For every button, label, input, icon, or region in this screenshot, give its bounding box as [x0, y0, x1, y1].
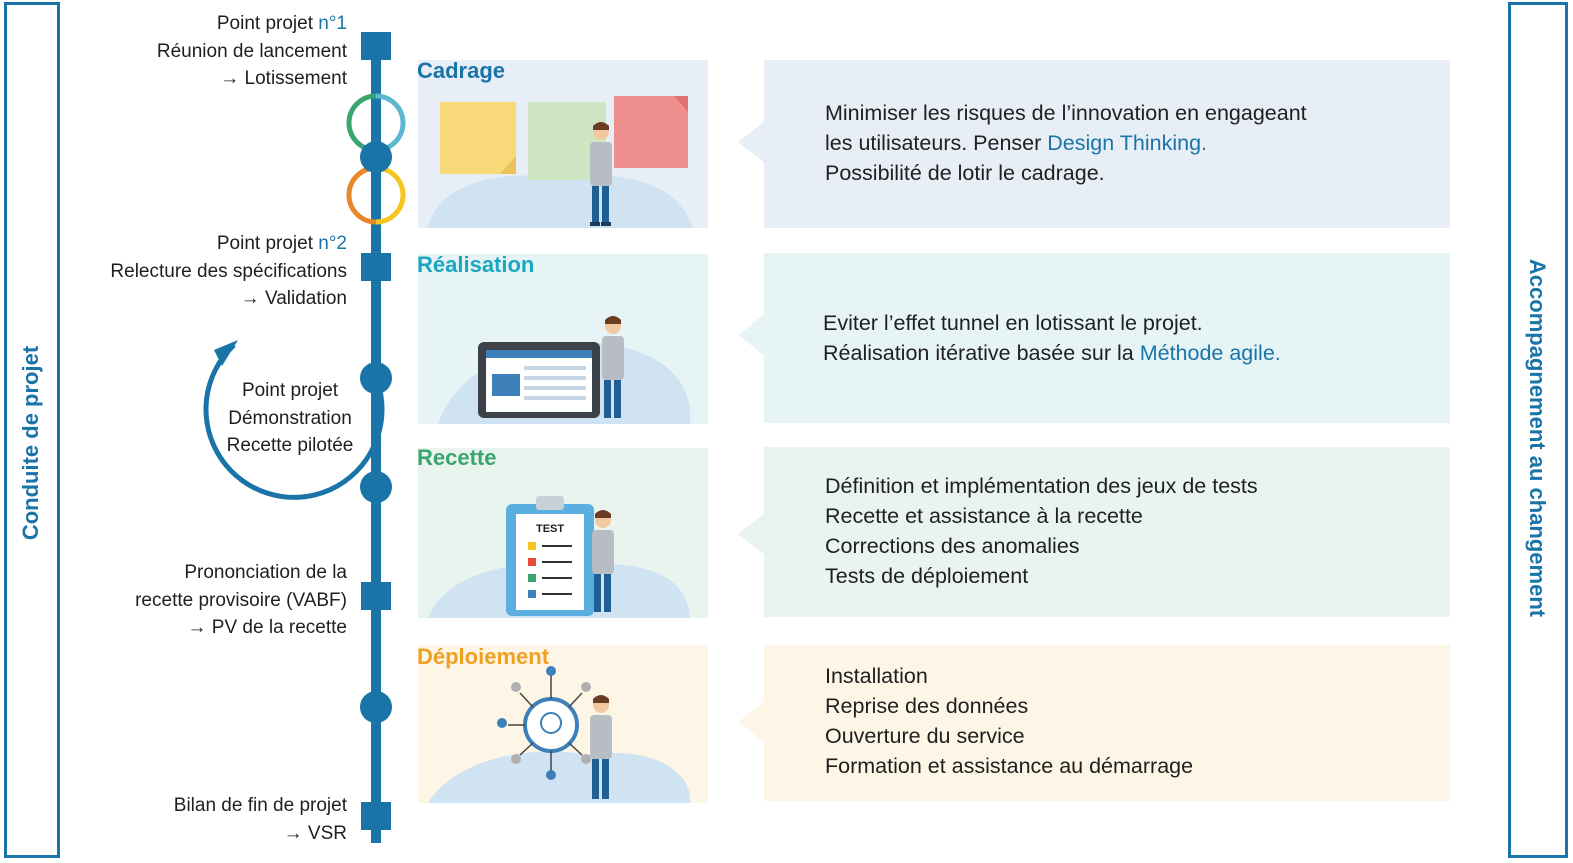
- realisation-desc-box: [764, 253, 1450, 423]
- test-label: TEST: [536, 523, 564, 535]
- checklist: [528, 542, 572, 598]
- cadrage-desc-box: [764, 60, 1450, 228]
- phase-title-deploiement: Déploiement: [417, 644, 550, 669]
- cadrage-illustration: [418, 60, 708, 228]
- right-side-frame: [1508, 2, 1568, 858]
- milestone-label-1: Point projet n°1 Réunion de lancement → …: [156, 13, 347, 89]
- milestone-label-3: Prononciation de la recette provisoire (…: [135, 562, 347, 638]
- deploiement-pointer: [738, 700, 766, 744]
- recette-desc-box: [764, 447, 1450, 617]
- sticky-note-yellow: [440, 102, 516, 174]
- laptop-icon: [478, 342, 600, 418]
- person-icon: [592, 510, 614, 612]
- milestone-square-4: [361, 802, 391, 830]
- iteration-loop-icon: [203, 340, 385, 500]
- deploiement-desc-box: [764, 645, 1450, 801]
- phase-title-cadrage: Cadrage: [417, 58, 506, 83]
- recette-illustration: TEST: [418, 448, 708, 618]
- phase-dot-1: [360, 141, 392, 173]
- realisation-illustration: [418, 254, 708, 424]
- recette-description: Définition et implémentation des jeux de…: [825, 474, 1258, 588]
- phase-dot-4: [360, 691, 392, 723]
- milestone-square-1: [361, 32, 391, 60]
- recette-pointer: [738, 512, 766, 556]
- deploiement-illustration: [418, 645, 708, 803]
- person-icon: [602, 316, 624, 418]
- milestone-label-4: Bilan de fin de projet → VSR: [173, 795, 347, 844]
- person-icon: [590, 122, 612, 226]
- clipboard-icon: TEST: [506, 496, 594, 616]
- cadrage-pointer: [738, 120, 766, 164]
- deploiement-description: Installation Reprise des données Ouvertu…: [825, 664, 1194, 778]
- cadrage-description: Minimiser les risques de l’innovation en…: [825, 101, 1307, 185]
- person-icon: [590, 695, 612, 799]
- realisation-description: Eviter l’effet tunnel en lotissant le pr…: [823, 311, 1281, 365]
- milestone-square-2: [361, 253, 391, 281]
- phase-title-realisation: Réalisation: [417, 252, 535, 277]
- realisation-pointer: [738, 313, 766, 357]
- iteration-loop-label: Point projet Démonstration Recette pilot…: [226, 380, 354, 456]
- sticky-note-red: [614, 96, 688, 168]
- left-side-frame: [4, 2, 60, 858]
- network-gear-icon: [497, 666, 591, 780]
- phase-title-recette: Recette: [417, 445, 497, 470]
- milestone-label-2: Point projet n°2 Relecture des spécifica…: [110, 233, 347, 309]
- milestone-square-3: [361, 582, 391, 610]
- phase-dot-3: [360, 471, 392, 503]
